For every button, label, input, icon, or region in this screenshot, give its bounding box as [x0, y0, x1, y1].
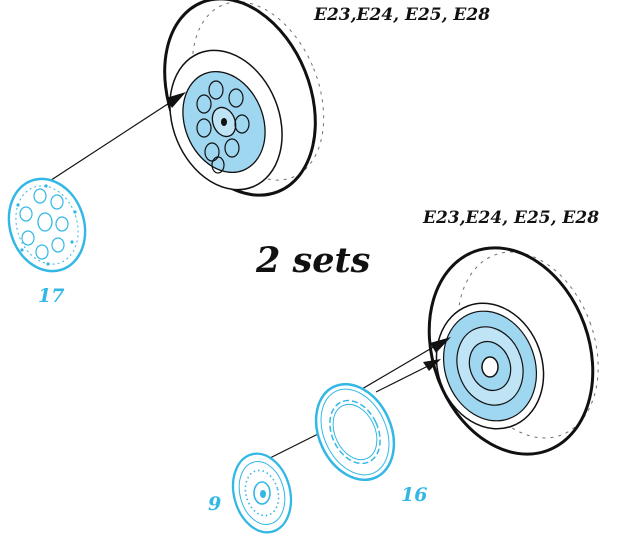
bottom-wheel	[427, 246, 599, 456]
variants-label-bottom: E23,E24, E25, E28	[423, 208, 600, 228]
part-number-9: 9	[208, 493, 222, 515]
variants-label-top: E23,E24, E25, E28	[314, 5, 491, 25]
part-17	[7, 177, 87, 273]
sets-label: 2 sets	[256, 240, 371, 281]
part-number-16: 16	[401, 484, 428, 506]
part-number-17: 17	[38, 285, 65, 307]
part-9	[231, 452, 293, 534]
bottom-hub	[442, 310, 538, 422]
top-hub	[182, 70, 266, 174]
leader-line-17	[41, 92, 186, 187]
part-16	[314, 382, 396, 482]
top-wheel	[163, 0, 325, 197]
